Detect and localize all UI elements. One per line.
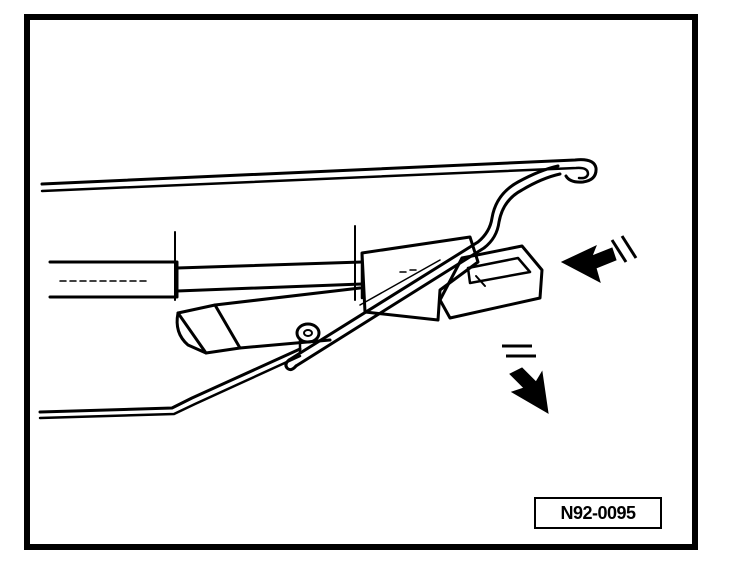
pull-wire — [284, 164, 562, 372]
release-clip — [438, 244, 544, 320]
eyelet-ring — [295, 322, 321, 354]
figure-reference-code: N92-0095 — [534, 497, 662, 529]
wire-hatch — [359, 259, 441, 306]
lower-panel — [38, 347, 302, 420]
upper-panel — [40, 158, 598, 193]
shaft — [48, 260, 364, 299]
arrow-left-down-icon — [560, 235, 638, 283]
arrow-down-right-icon — [502, 344, 549, 414]
